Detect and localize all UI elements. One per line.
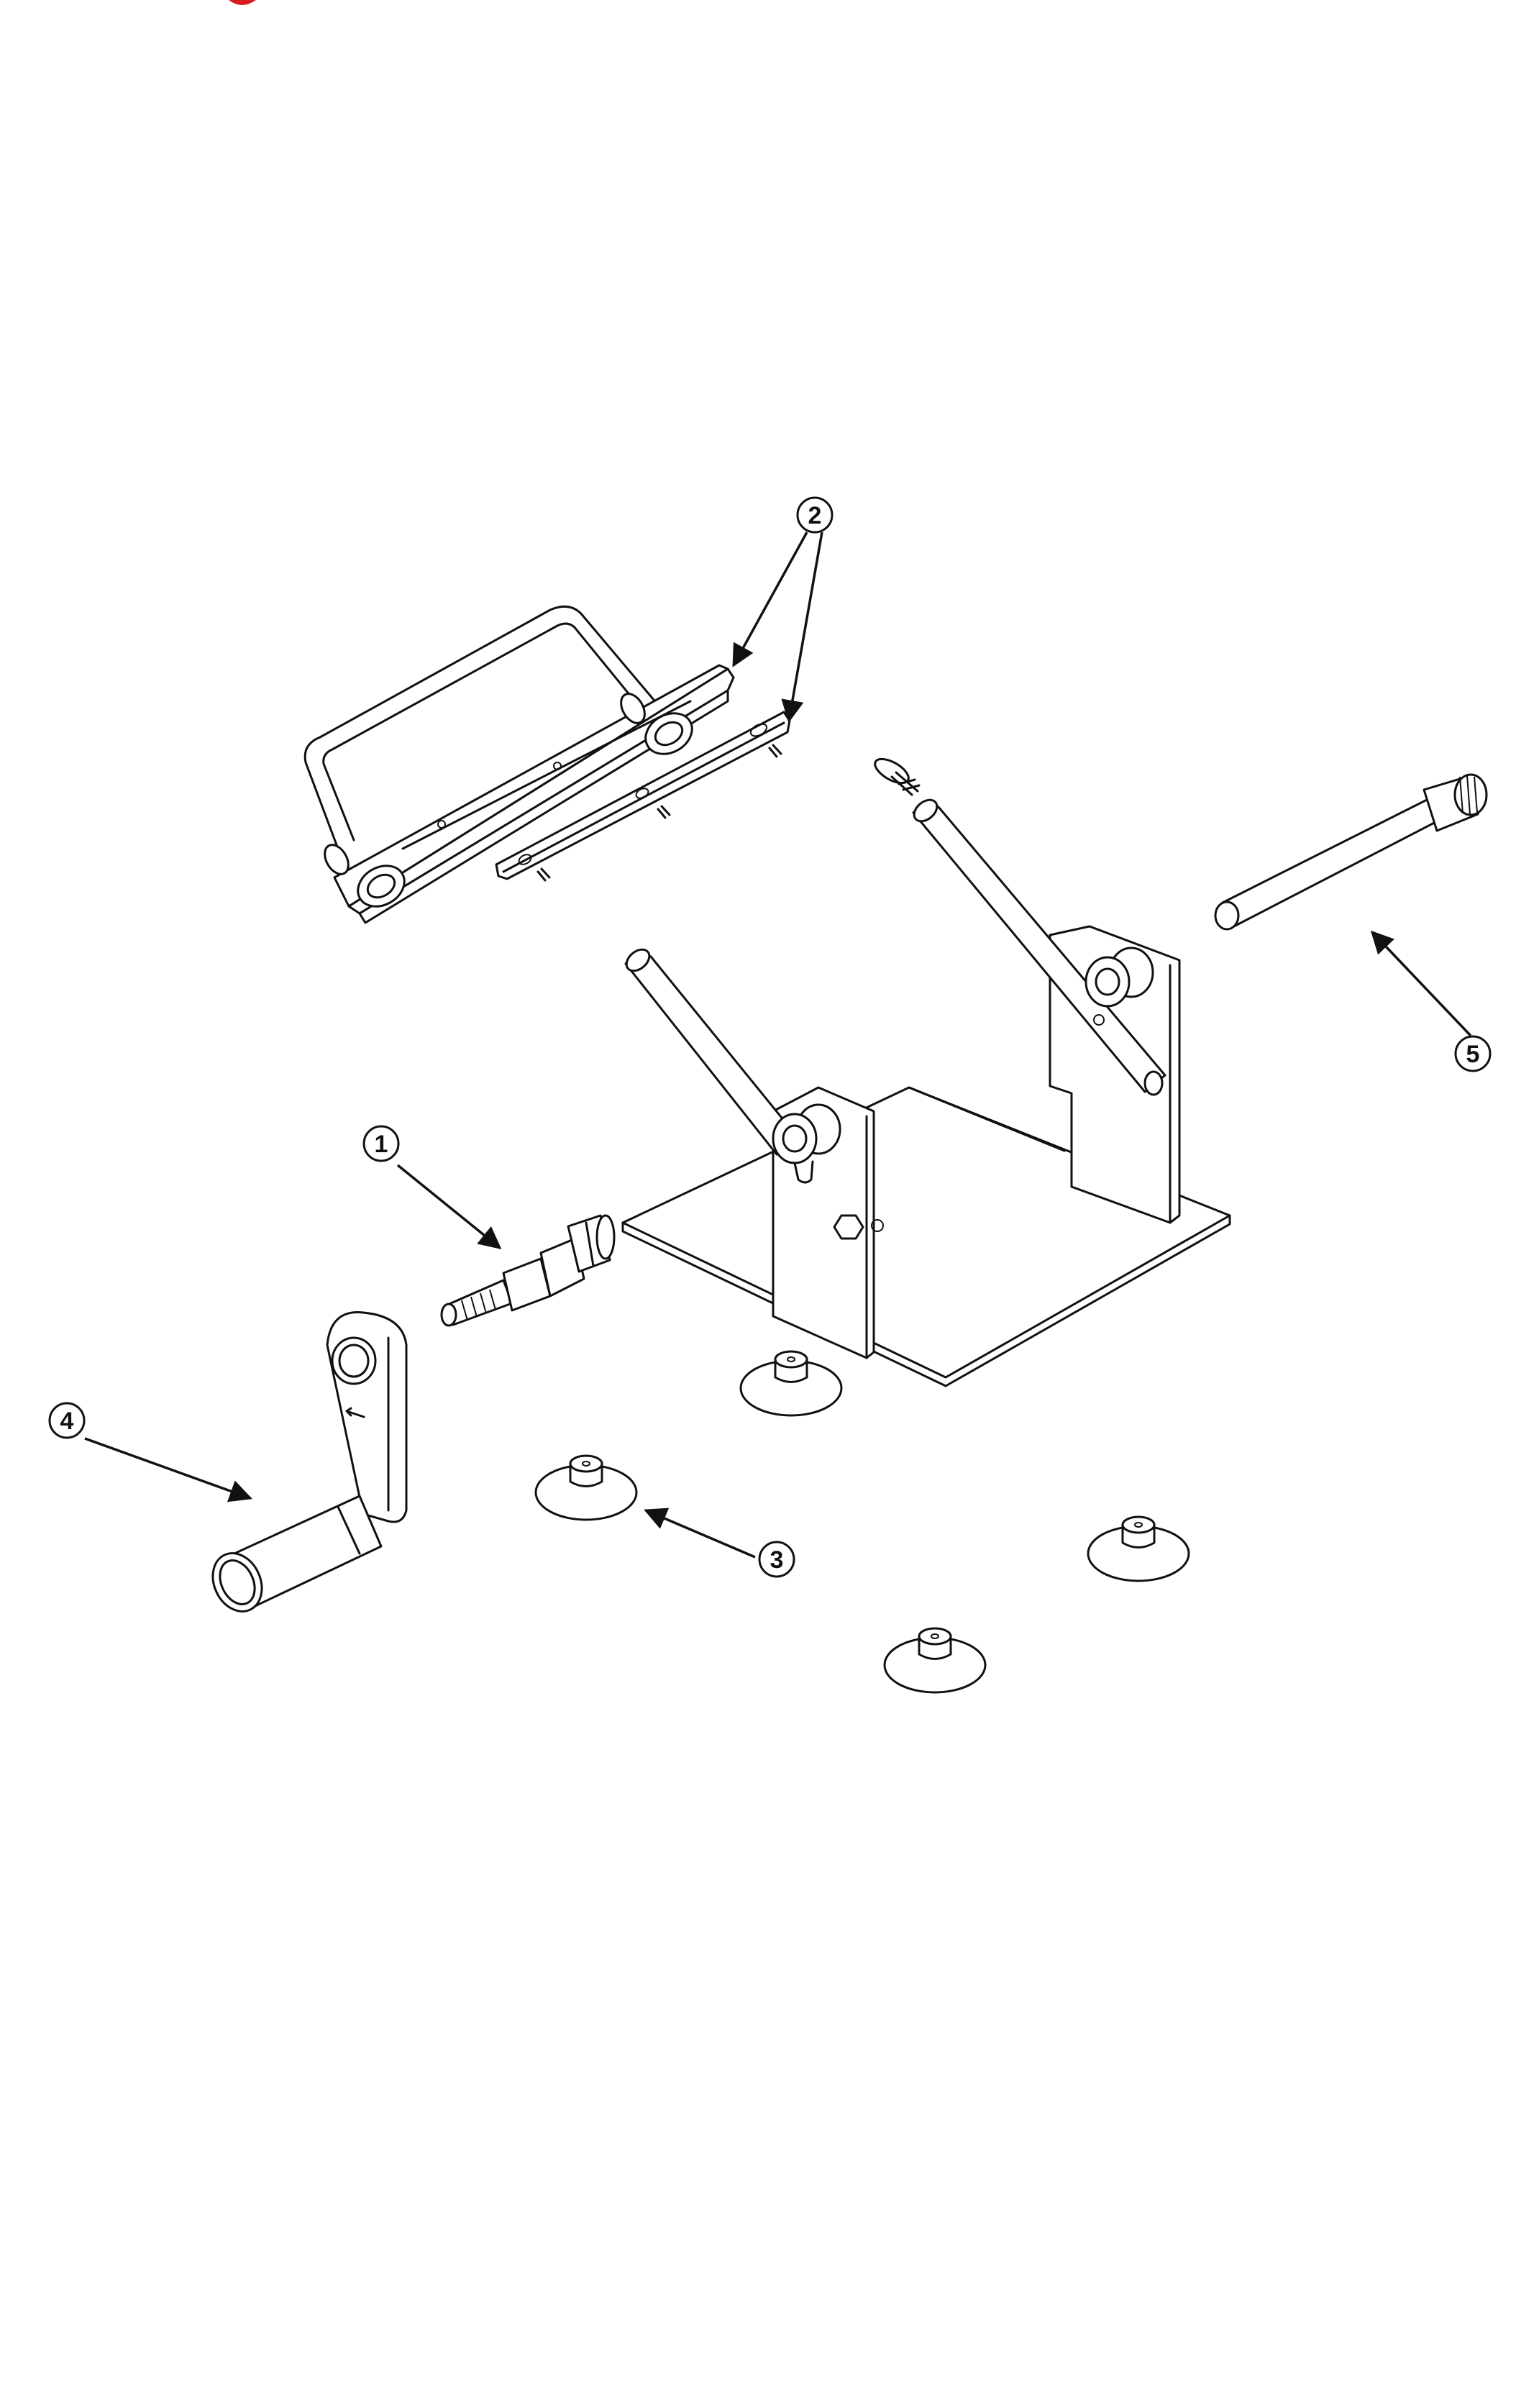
callout-1-label: 1: [375, 1131, 388, 1158]
callout-3: 3: [758, 1541, 795, 1578]
callout-2-label: 2: [808, 502, 822, 529]
suction-cup: [534, 1454, 638, 1521]
callout-5: 5: [1454, 1035, 1492, 1072]
drive-spindle-icon: [440, 1214, 616, 1327]
suction-cup: [1087, 1515, 1190, 1582]
callout-1: 1: [362, 1125, 400, 1162]
red-corner-mark: [229, 0, 256, 5]
callout-arrows: [84, 532, 1472, 1559]
handle-bracket-plates-icon: [303, 605, 791, 924]
callout-5-label: 5: [1466, 1041, 1480, 1068]
callout-4: 4: [48, 1402, 86, 1439]
suction-cup: [739, 1350, 843, 1417]
crank-handle-icon: [211, 1311, 408, 1613]
callout-2: 2: [796, 496, 834, 534]
base-stand: [621, 798, 1231, 1387]
washer-screw: [874, 757, 921, 796]
callout-4-label: 4: [60, 1408, 74, 1435]
suction-cup: [883, 1627, 987, 1694]
threaded-shaft-icon: [1214, 773, 1488, 931]
callout-3-label: 3: [770, 1546, 784, 1574]
suction-cup-feet-icon: [534, 1350, 1190, 1694]
